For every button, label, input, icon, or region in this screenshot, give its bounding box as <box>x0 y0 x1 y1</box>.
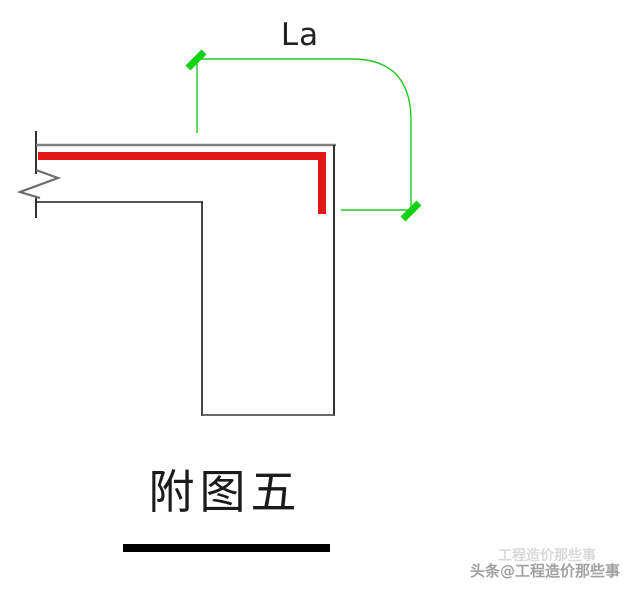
watermark-group: 工程造价那些事 头条@工程造价那些事 <box>470 547 620 580</box>
figure-caption-text: 附图五 <box>149 465 302 519</box>
caption-underline-bar <box>123 544 330 552</box>
figure-caption-group: 附图五 <box>123 465 330 552</box>
dimension-leader-curve <box>199 58 412 209</box>
watermark-main-text: 头条@工程造价那些事 <box>470 562 620 580</box>
slash-tick-start-icon <box>185 49 207 71</box>
rebar-bent-bar <box>38 152 326 214</box>
watermark-ghost-text: 工程造价那些事 <box>498 547 596 564</box>
slash-tick-end-icon <box>400 200 422 222</box>
dimension-label-la: La <box>281 17 319 53</box>
concrete-member-outline <box>16 131 336 416</box>
break-line-symbol-icon <box>16 168 62 200</box>
rebar-top-and-hook-line <box>38 152 326 214</box>
dimension-annotation-la: La <box>185 17 422 222</box>
